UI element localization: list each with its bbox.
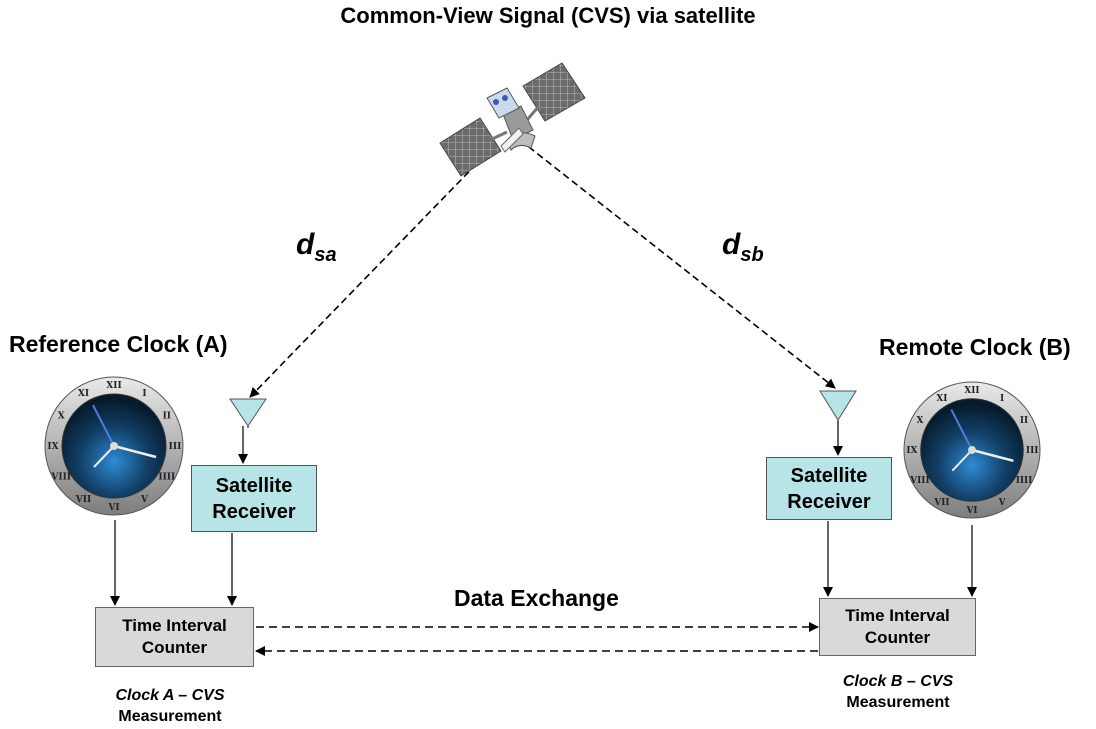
receiver-a-line1: Satellite bbox=[215, 474, 293, 497]
measurement-b-line2: Measurement bbox=[846, 694, 950, 711]
measurement-caption-a: Clock A – CVS Measurement bbox=[80, 685, 260, 727]
data-exchange-label: Data Exchange bbox=[454, 585, 619, 611]
clock-numeral: XI bbox=[78, 389, 89, 399]
clock-numeral: V bbox=[998, 498, 1006, 508]
clock-numeral: IIII bbox=[1016, 476, 1033, 486]
measurement-caption-b: Clock B – CVS Measurement bbox=[808, 671, 988, 713]
clock-numeral: I bbox=[142, 389, 146, 399]
signal-path-a bbox=[249, 147, 493, 398]
clock-numeral: II bbox=[163, 412, 171, 422]
distance-label-a: dsa bbox=[296, 228, 337, 266]
clock-numeral: VIII bbox=[50, 473, 71, 483]
receiver-b-line1: Satellite bbox=[790, 464, 868, 487]
clock-numeral: III bbox=[169, 442, 182, 452]
antenna-a-icon bbox=[229, 398, 267, 427]
signal-path-b bbox=[519, 139, 836, 389]
antenna-b-icon bbox=[819, 390, 857, 421]
clock-numeral: X bbox=[917, 416, 924, 426]
measurement-a-line1: Clock A – CVS bbox=[115, 687, 225, 704]
clock-numeral: V bbox=[140, 495, 149, 505]
clock-numeral: VI bbox=[107, 503, 119, 513]
measurement-a-line2: Measurement bbox=[118, 708, 222, 725]
counter-b-line2: Counter bbox=[864, 628, 931, 647]
distance-label-b: dsb bbox=[722, 228, 764, 266]
receiver-a-line2: Receiver bbox=[212, 500, 296, 523]
counter-a-line2: Counter bbox=[141, 638, 208, 657]
counter-b-line1: Time Interval bbox=[845, 606, 950, 625]
clock-numeral: VII bbox=[933, 498, 949, 508]
clock-numeral: I bbox=[1000, 394, 1004, 404]
clock-numeral: II bbox=[1020, 416, 1028, 426]
counter-a-line1: Time Interval bbox=[122, 616, 227, 635]
receiver-b-line2: Receiver bbox=[787, 490, 871, 513]
clock-numeral: XI bbox=[936, 394, 947, 404]
clock-numeral: XII bbox=[106, 381, 121, 391]
clock-numeral: IIII bbox=[158, 473, 175, 483]
satellite-icon bbox=[439, 62, 586, 177]
remote-clock-title: Remote Clock (B) bbox=[879, 334, 1071, 360]
clock-numeral: VIII bbox=[909, 476, 929, 486]
clock-numeral: III bbox=[1026, 446, 1038, 456]
clock-numeral: XII bbox=[964, 386, 979, 396]
clock-numeral: VI bbox=[965, 506, 977, 516]
clock-numeral: IX bbox=[47, 442, 58, 452]
diagram-title: Common-View Signal (CVS) via satellite bbox=[340, 3, 756, 28]
reference-clock-title: Reference Clock (A) bbox=[9, 331, 228, 357]
measurement-b-line1: Clock B – CVS bbox=[842, 673, 954, 690]
clock-numeral: X bbox=[58, 412, 65, 422]
clock-numeral: IX bbox=[906, 446, 917, 456]
clock-numeral: VII bbox=[75, 495, 91, 505]
